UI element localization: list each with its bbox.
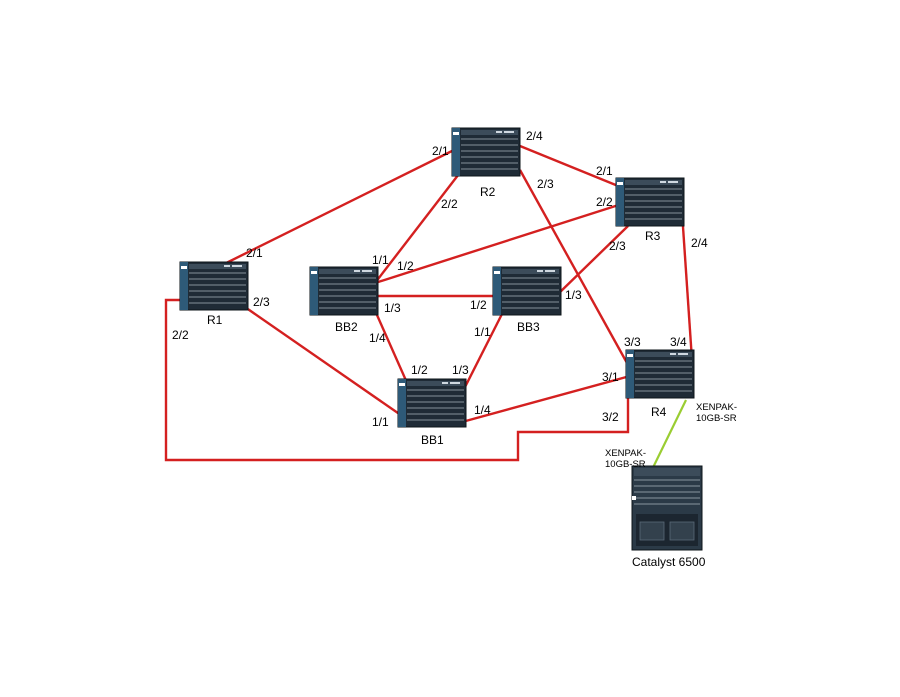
port-r2-2-3: 2/3	[537, 177, 554, 191]
link-r2-r4	[518, 169, 634, 373]
label-r4: R4	[651, 405, 667, 419]
label-bb2: BB2	[335, 320, 358, 334]
link-r1-r2	[201, 146, 459, 277]
port-bb3-1-1: 1/1	[474, 325, 491, 339]
label-r1: R1	[207, 313, 223, 327]
xenpak-cat-line1: XENPAK-	[605, 448, 646, 459]
port-bb3-1-2: 1/2	[470, 298, 487, 312]
port-r2-2-4: 2/4	[526, 129, 543, 143]
port-bb2-1-2: 1/2	[397, 259, 414, 273]
link-r2-bb2	[374, 169, 463, 284]
port-r2-2-2: 2/2	[441, 197, 458, 211]
router-r1-icon[interactable]	[179, 261, 249, 311]
link-r3-r4	[680, 211, 694, 361]
label-bb3: BB3	[517, 320, 540, 334]
port-r2-2-1: 2/1	[432, 144, 449, 158]
link-bb2-r3	[374, 200, 629, 285]
link-r2-r3	[519, 144, 629, 192]
port-bb2-1-4: 1/4	[369, 331, 386, 345]
port-r4-3-2: 3/2	[602, 410, 619, 424]
port-r4-3-1: 3/1	[602, 370, 619, 384]
label-r3: R3	[645, 229, 661, 243]
label-r2: R2	[480, 185, 496, 199]
port-r3-2-4: 2/4	[691, 236, 708, 250]
catalyst-6500-icon[interactable]	[631, 465, 703, 551]
xenpak-r4-line2: 10GB-SR	[696, 413, 737, 424]
xenpak-cat-line2: 10GB-SR	[605, 459, 646, 470]
link-bb1-r4	[461, 374, 631, 424]
router-r3-icon[interactable]	[615, 177, 685, 227]
links	[164, 144, 694, 462]
link-bb3-bb1	[460, 311, 505, 394]
xenpak-r4-line1: XENPAK-	[696, 402, 737, 413]
port-r1-2-3: 2/3	[253, 295, 270, 309]
router-bb2-icon[interactable]	[309, 266, 379, 316]
port-r3-2-3: 2/3	[609, 239, 626, 253]
port-r4-3-3: 3/3	[624, 335, 641, 349]
router-r2-icon[interactable]	[451, 127, 521, 177]
port-r4-3-4: 3/4	[670, 335, 687, 349]
router-r4-icon[interactable]	[625, 349, 695, 399]
port-bb2-1-3: 1/3	[384, 301, 401, 315]
label-catalyst: Catalyst 6500	[632, 555, 706, 569]
link-bb2-bb1	[371, 305, 410, 386]
link-r1-r4	[164, 298, 630, 462]
port-r3-2-1: 2/1	[596, 164, 613, 178]
port-bb2-1-1: 1/1	[372, 253, 389, 267]
link-bb3-r3	[556, 225, 629, 296]
port-r1-2-2: 2/2	[172, 328, 189, 342]
port-bb1-1-4: 1/4	[474, 403, 491, 417]
router-bb1-icon[interactable]	[397, 378, 467, 428]
port-bb3-1-3: 1/3	[565, 288, 582, 302]
link-r1-bb1	[241, 304, 409, 421]
port-r3-2-2: 2/2	[596, 195, 613, 209]
router-bb3-icon[interactable]	[492, 266, 562, 316]
port-bb1-1-3: 1/3	[452, 363, 469, 377]
port-r1-2-1: 2/1	[246, 246, 263, 260]
port-bb1-1-1: 1/1	[372, 415, 389, 429]
label-bb1: BB1	[421, 433, 444, 447]
port-bb1-1-2: 1/2	[411, 363, 428, 377]
